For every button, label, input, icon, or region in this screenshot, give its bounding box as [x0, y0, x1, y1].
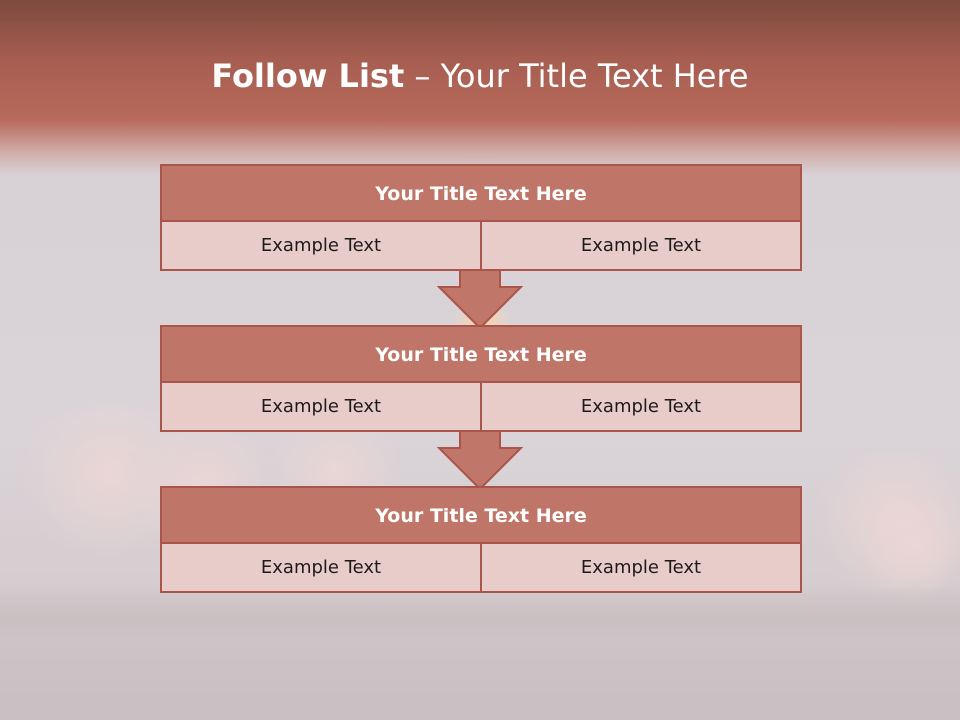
step-box-1: Your Title Text Here Example Text Exampl… — [160, 164, 802, 271]
step-title-3: Your Title Text Here — [162, 488, 800, 544]
step-row-3: Example Text Example Text — [162, 544, 800, 591]
slide-title: Follow List – Your Title Text Here — [0, 52, 960, 100]
step-3-right-text: Example Text — [480, 544, 800, 591]
step-1-right-text: Example Text — [480, 222, 800, 269]
step-2-right-text: Example Text — [480, 383, 800, 430]
step-box-2: Your Title Text Here Example Text Exampl… — [160, 325, 802, 432]
down-arrow-icon — [437, 431, 523, 491]
step-row-1: Example Text Example Text — [162, 222, 800, 269]
down-arrow-icon — [437, 270, 523, 330]
step-3-left-text: Example Text — [260, 557, 382, 578]
step-1-left-text: Example Text — [260, 235, 382, 256]
step-row-2: Example Text Example Text — [162, 383, 800, 430]
step-title-1: Your Title Text Here — [162, 166, 800, 222]
title-bold: Follow List — [211, 57, 405, 95]
background-cloud-right-2 — [860, 500, 960, 600]
background-horizon — [0, 585, 960, 640]
step-title-2: Your Title Text Here — [162, 327, 800, 383]
title-rest: Your Title Text Here — [440, 57, 749, 95]
title-separator: – — [414, 57, 431, 95]
step-box-3: Your Title Text Here Example Text Exampl… — [160, 486, 802, 593]
background-water — [0, 638, 960, 720]
step-2-left-text: Example Text — [260, 396, 382, 417]
